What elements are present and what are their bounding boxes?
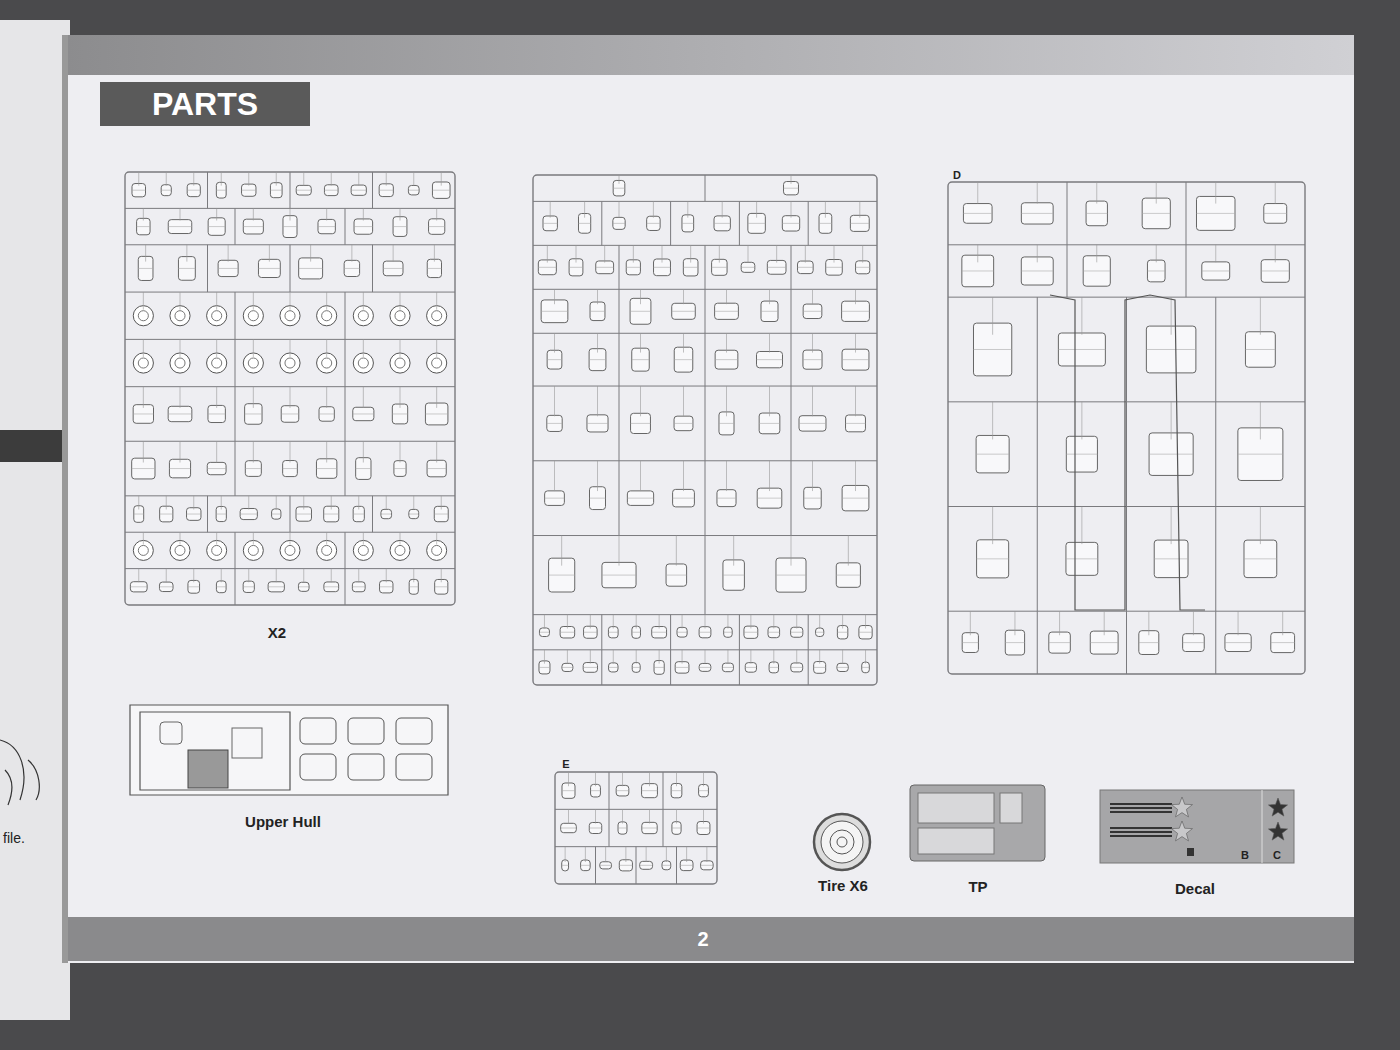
photo-etch-fret [910,785,1045,861]
sprue-frame [948,182,1305,674]
hull-side-parts [1050,295,1205,610]
cut-off-text: file. [3,830,25,846]
part-name: Upper Hull [245,813,321,830]
left-band [0,430,64,462]
left-sketch [0,740,39,805]
part-name: TP [968,878,987,895]
tire-drawing [814,814,870,870]
page-number: 2 [697,928,708,951]
part-name: Decal [1175,880,1215,897]
sprue-letter: E [562,758,569,770]
sprue-frame [533,175,877,685]
bottom-band [66,917,1354,961]
sprue-frame [555,772,717,884]
quantity-label: X2 [268,624,286,641]
sprue-frame [125,172,455,605]
decal-letter: B [1241,849,1249,861]
decal-letter: C [1273,849,1281,861]
upper-hull-drawing [130,705,448,795]
top-band [66,35,1354,75]
decal-sheet [1100,790,1294,863]
left-page [0,20,70,1020]
sprue-letter: D [953,169,961,181]
part-name: Tire X6 [818,877,868,894]
page [66,35,1354,963]
section-title: PARTS [100,82,310,126]
gutter [62,35,68,963]
